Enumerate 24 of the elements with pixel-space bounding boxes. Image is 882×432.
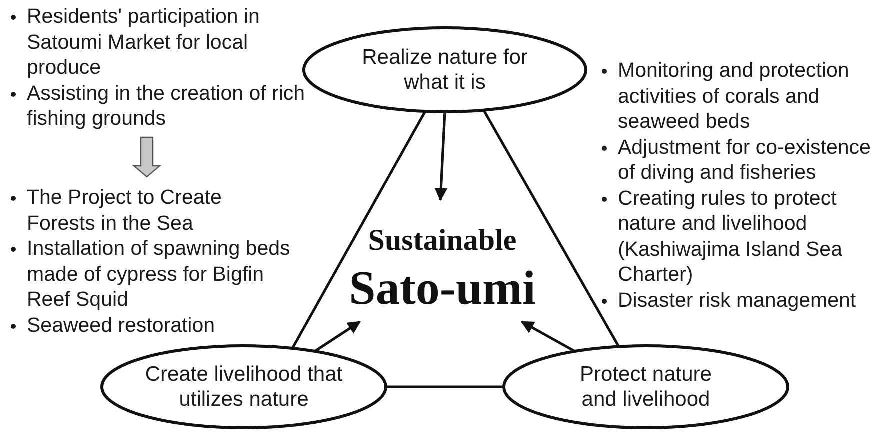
bullet-text: Installation of spawning beds made of cypress for Bigfin Reef Squid — [27, 236, 294, 312]
bullet-text: Adjustment for co-existence of diving and fisheries — [618, 134, 882, 186]
bullet-text: Monitoring and protection activities of corals and seaweed beds — [618, 58, 882, 134]
node-label: Realize nature for what it is — [361, 45, 529, 95]
center-heading: Sato-umi — [349, 261, 536, 317]
ellipse-node — [302, 26, 588, 114]
bullet-text: Seaweed restoration — [27, 312, 294, 338]
node-label: Create livelihood that utilizes nature — [144, 362, 344, 412]
bullet-text: Assisting in the creation of rich fishing grounds — [27, 80, 306, 132]
node-label: Protect nature and livelihood — [579, 362, 713, 412]
bullet-text: Disaster risk management — [618, 288, 882, 313]
arrow — [520, 320, 576, 353]
connector-line — [386, 386, 504, 388]
ellipse-node — [100, 344, 388, 430]
bullet-text: The Project to Create Forests in the Sea — [27, 185, 294, 236]
bullet-text: Residents' participation in Satoumi Market for local produce — [27, 4, 306, 80]
arrow — [434, 112, 448, 202]
arrow — [314, 320, 362, 353]
bullet-text: Creating rules to protect nature and livelihood (Kashiwajima Island Sea Charter) — [618, 186, 882, 288]
connector-line — [291, 110, 426, 350]
connector-line — [482, 110, 620, 348]
block-arrow — [132, 136, 162, 178]
center-heading: Sustainable — [368, 223, 517, 259]
ellipse-node — [502, 344, 790, 430]
